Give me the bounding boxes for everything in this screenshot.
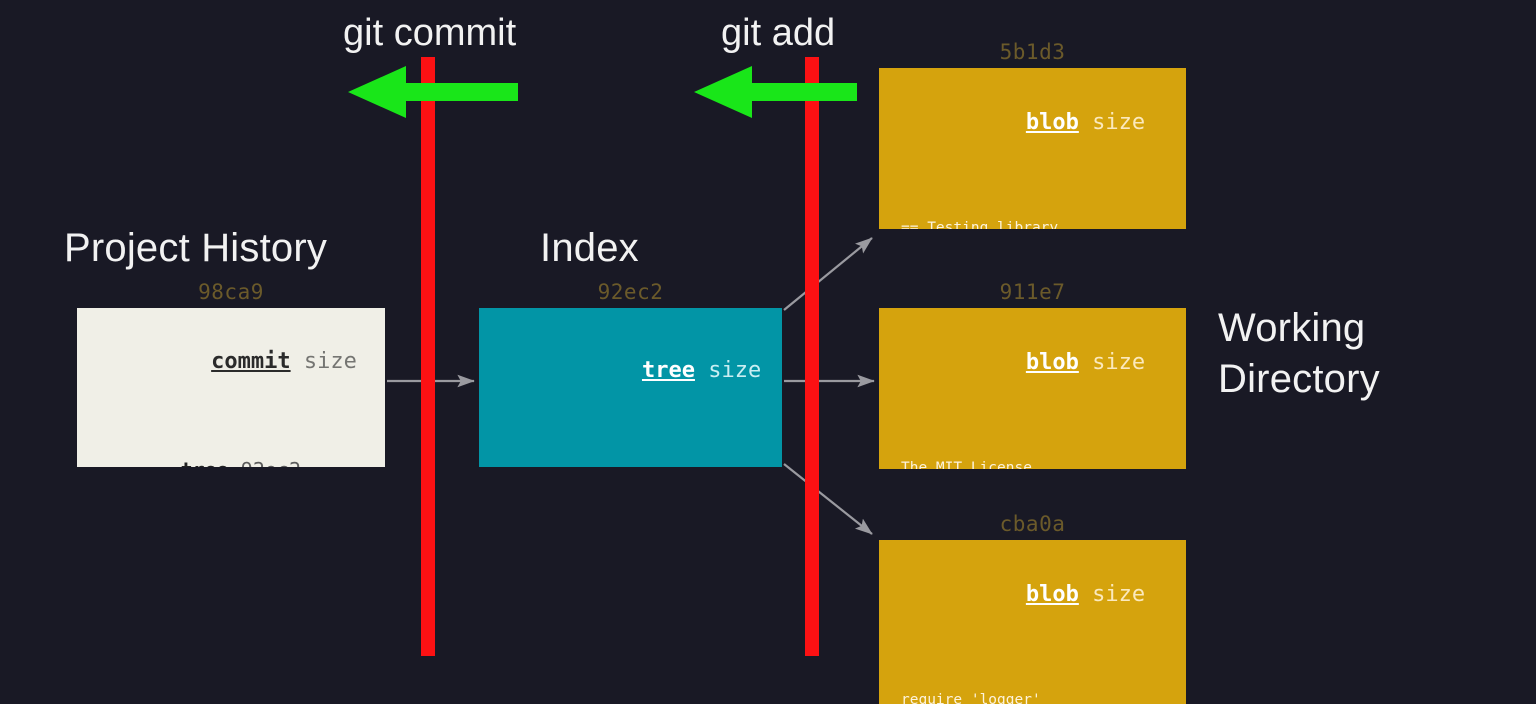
tree-hash-label: 92ec2	[597, 280, 664, 304]
blob-readme-size-label: size	[1092, 110, 1146, 135]
blob-license-header: blob size	[879, 308, 1186, 396]
blob-object-box-readme[interactable]: 5b1d3 blob size == Testing library This …	[879, 40, 1186, 229]
tree-box-body: tree size blob 5b1d3 README blob 911e7 L…	[479, 308, 782, 467]
heading-working-directory: Working Directory	[1218, 306, 1380, 402]
commit-hash-label: 98ca9	[198, 280, 264, 304]
blob-line: require 'logger'	[901, 691, 1041, 704]
blob-readme-header: blob size	[879, 68, 1186, 156]
blob-test-body: blob size require 'logger' require 'test…	[879, 540, 1186, 704]
git-commit-arrow-icon	[348, 66, 518, 118]
blob-readme-type-label: blob	[1025, 110, 1079, 135]
heading-project-history: Project History	[64, 226, 328, 270]
stage-divider-add	[805, 57, 819, 656]
commit-field-row: tree 92ec2	[77, 457, 301, 467]
commit-size-label: size	[303, 349, 357, 374]
tree-header: tree size	[479, 308, 782, 404]
connector-tree-to-readme	[783, 237, 873, 311]
blob-license-body: blob size The MIT License Copyright (c) …	[879, 308, 1186, 469]
blob-object-box-license[interactable]: 911e7 blob size The MIT License Copyrigh…	[879, 280, 1186, 469]
git-add-arrow-icon	[694, 66, 857, 118]
connector-tree-to-test	[783, 463, 873, 535]
stage-divider-commit	[421, 57, 435, 656]
blob-license-content: The MIT License Copyright (c) 2008 Scott…	[879, 412, 1186, 469]
blob-test-content: require 'logger' require 'test/unit' cla…	[879, 644, 1186, 704]
blob-line: The MIT License	[901, 459, 1032, 469]
blob-line: == Testing library	[901, 219, 1059, 229]
blob-license-size-label: size	[1092, 350, 1146, 375]
tree-type-label: tree	[641, 358, 695, 383]
blob-readme-body: blob size == Testing library This librar…	[879, 68, 1186, 229]
blob-test-header: blob size	[879, 540, 1186, 628]
blob-test-hash-label: cba0a	[999, 512, 1066, 536]
blob-readme-content: == Testing library This library is used …	[879, 172, 1186, 229]
tree-entry-list: blob 5b1d3 README blob 911e7 LICENSE blo…	[479, 409, 782, 467]
blob-license-hash-label: 911e7	[999, 280, 1066, 304]
commit-box-body: commit size tree 92ec2 author Scott comm…	[77, 308, 385, 467]
tree-object-box[interactable]: 92ec2 tree size blob 5b1d3 README blob 9…	[479, 280, 782, 467]
commit-header: commit size	[77, 308, 385, 395]
tree-size-label: size	[708, 358, 762, 383]
commit-type-label: commit	[211, 349, 291, 374]
commit-field-list: tree 92ec2 author Scott committer Scott	[77, 402, 385, 467]
command-label-git-add: git add	[721, 12, 836, 54]
blob-object-box-test[interactable]: cba0a blob size require 'logger' require…	[879, 512, 1186, 704]
heading-index: Index	[540, 226, 639, 270]
commit-object-box[interactable]: 98ca9 commit size tree 92ec2 author Scot…	[77, 280, 385, 467]
blob-test-type-label: blob	[1025, 582, 1079, 607]
blob-license-type-label: blob	[1025, 350, 1079, 375]
command-label-git-commit: git commit	[343, 12, 517, 54]
blob-readme-hash-label: 5b1d3	[999, 40, 1066, 64]
blob-test-size-label: size	[1092, 582, 1146, 607]
